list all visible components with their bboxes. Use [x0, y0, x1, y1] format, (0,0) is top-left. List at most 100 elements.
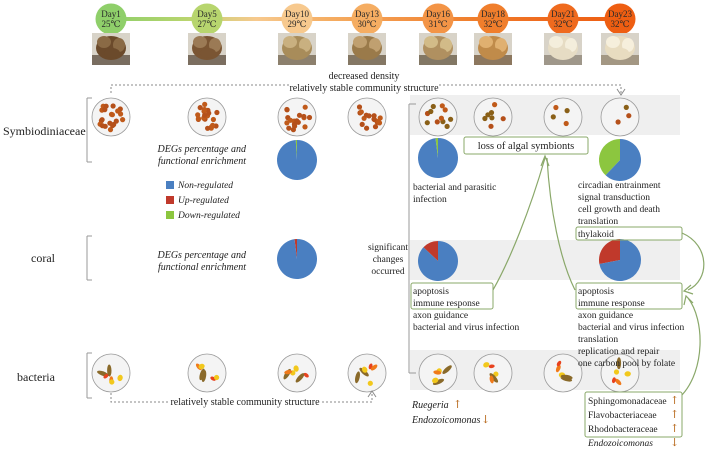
bacterium [489, 375, 494, 384]
symbiont-dot [202, 112, 208, 118]
symbiont-dot [302, 124, 308, 130]
symbiont-dot [295, 119, 301, 125]
significant-line1: significant [368, 242, 408, 253]
bacterium [432, 377, 439, 384]
bacteria-circle [91, 353, 131, 393]
bottom-note-bg [168, 395, 322, 409]
day-label: Day16 [426, 9, 450, 19]
pie-slice-up [423, 241, 438, 261]
day-node [422, 3, 454, 35]
pie-slice-non [599, 239, 641, 281]
pie-coral-day21 [598, 239, 641, 281]
bacterium [361, 366, 368, 373]
symbiont-dot [210, 116, 216, 123]
legend: Non-regulated Up-regulated Down-regulate… [166, 181, 240, 221]
coral-photo [544, 33, 582, 65]
day-temp: 27℃ [197, 19, 216, 29]
day-temp: 30℃ [357, 19, 376, 29]
pie-slice-non [418, 138, 459, 179]
day-node [191, 3, 223, 35]
symbiont-dot [377, 115, 383, 121]
bacterium [109, 379, 115, 385]
symbiont-dot [284, 106, 290, 113]
day-temp: 32℃ [553, 19, 572, 29]
symbiont-dot [291, 121, 297, 127]
bacterium [489, 373, 499, 383]
coral-term-d21-7: one carbon pool by folate [578, 358, 675, 369]
symbiont-dot [371, 116, 377, 122]
up-arrow-ruegeria: ↑ [453, 398, 462, 411]
bacterium [616, 357, 622, 370]
bacterium [293, 365, 299, 372]
bacterium [615, 378, 622, 386]
day-node [477, 3, 509, 35]
day-label: Day21 [551, 9, 575, 19]
symbio-circle [600, 97, 640, 137]
symbiont-dot [301, 113, 307, 120]
symbiont-dot [485, 112, 491, 118]
symbiont-dot [110, 103, 116, 109]
pie-slice-non [418, 241, 459, 281]
pie-slice-up [598, 239, 620, 264]
legend-label-down: Down-regulated [177, 211, 240, 221]
coral-degs-title-1: DEGs percentage and [157, 250, 247, 261]
deg-pies [277, 138, 641, 281]
symbiont-dot [564, 108, 570, 114]
bacterium [556, 360, 562, 367]
coral-term-d21-3: axon guidance [578, 311, 633, 321]
symbiont-dot [284, 120, 290, 126]
bacterium [432, 378, 445, 385]
symbiont-dot [120, 117, 126, 123]
symbiont-dot [363, 112, 369, 118]
day-node [604, 3, 636, 35]
legend-label-up: Up-regulated [178, 196, 229, 206]
coral-term-d21-2: immune response [578, 299, 645, 309]
up-arrow-sphingo: ↑ [670, 394, 679, 407]
bacterium [483, 362, 490, 368]
top-dashed-arrowhead [616, 88, 626, 96]
symbiont-dot [492, 102, 498, 108]
symbiont-dot [623, 104, 629, 110]
symbiont-dot [448, 116, 454, 122]
pie-symbio-day21 [598, 139, 641, 181]
phase-divider [408, 103, 416, 374]
coral-photo [419, 33, 457, 65]
day-node [281, 3, 313, 35]
bacterium [295, 373, 305, 383]
symbiont-dot [439, 103, 445, 109]
symbiont-dot [550, 114, 556, 120]
bacteria-right-2: Flavobacteriaceae [588, 411, 657, 421]
bacterium [107, 364, 112, 377]
bacterium [117, 374, 123, 382]
symbio-circle [418, 97, 458, 137]
symbiont-dot [500, 116, 506, 122]
bacterium [355, 371, 360, 384]
symbiont-dot [210, 122, 216, 128]
up-arrow-flavo: ↑ [670, 408, 679, 421]
arrowhead-bacteria-to-apoptosis [683, 294, 694, 306]
day-label: Day5 [197, 9, 217, 19]
bacterium [560, 374, 573, 380]
bacterium [284, 370, 293, 375]
bacterium [493, 371, 499, 377]
symbiont-dot [115, 108, 121, 114]
legend-swatch-non [166, 181, 174, 189]
bacterium [613, 369, 620, 375]
top-note-bg [290, 69, 438, 93]
coral-photos [92, 33, 639, 65]
day-node [95, 3, 127, 35]
bacteria-circle [418, 353, 458, 393]
bacterium [303, 372, 309, 378]
symbiont-dot [442, 107, 448, 113]
arrow-thylakoid-to-apoptosis [681, 232, 705, 291]
legend-swatch-up [166, 196, 174, 204]
legend-swatch-down [166, 211, 174, 219]
bacteria-right-3: Rhodobacteraceae [588, 425, 658, 435]
symbiont-dot [103, 103, 109, 109]
symbiont-dot [372, 124, 379, 130]
symbiont-dot [110, 122, 116, 129]
legend-label-non: Non-regulated [177, 181, 233, 191]
bacteria-circle [600, 353, 640, 393]
pie-slice-down [435, 138, 438, 158]
symbiont-dot [214, 109, 220, 116]
